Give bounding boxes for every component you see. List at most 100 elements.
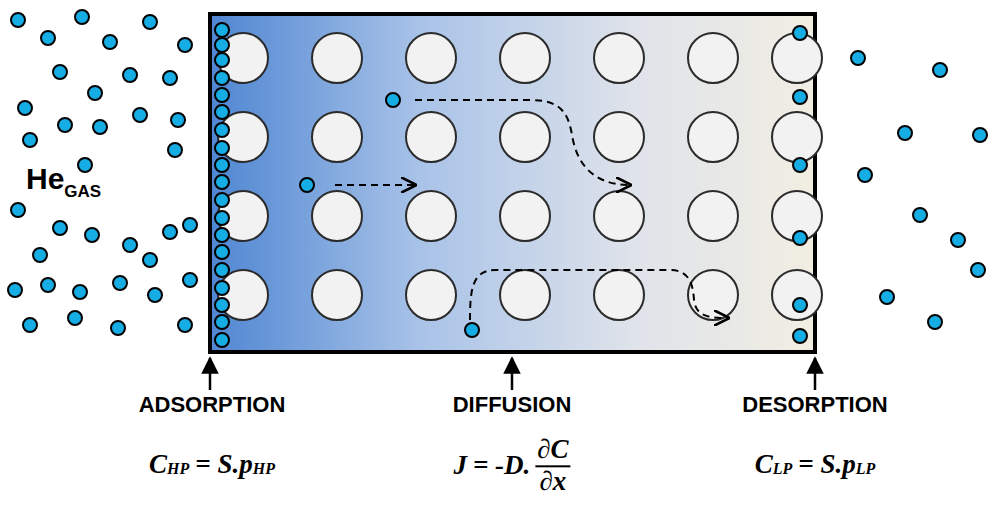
helium-atom [78,158,92,172]
helium-atom [178,38,192,52]
helium-atom [215,211,229,225]
grain [312,33,362,83]
helium-atom [898,126,912,140]
equation-term: = S.p [798,449,855,480]
equation: J= -D.∂C∂x [453,435,570,496]
grain [594,191,644,241]
helium-atom [793,298,807,312]
helium-atom [163,225,177,239]
helium-atom [858,168,872,182]
helium-atom [215,158,229,172]
helium-atom [133,108,147,122]
helium-atom [123,238,137,252]
equation-term: ∂C [535,435,570,467]
helium-atom [215,315,229,329]
helium-atom [178,318,192,332]
subscript: LP [856,460,876,478]
grain [312,112,362,162]
helium-atom [933,63,947,77]
helium-atom [41,31,55,45]
helium-atom [58,118,72,132]
grain [312,270,362,320]
helium-atom [123,68,137,82]
helium-atom [215,88,229,102]
membrane-grains [218,33,822,320]
helium-atom [215,245,229,259]
grain [688,270,738,320]
helium-atom [215,228,229,242]
grain [594,112,644,162]
helium-atom [73,285,87,299]
helium-atom [23,318,37,332]
helium-atom [171,113,185,127]
helium-atom [793,158,807,172]
grain [500,112,550,162]
helium-atom [143,15,157,29]
gas-label: HeGAS [26,162,101,202]
helium-atom [215,105,229,119]
helium-atom [33,248,47,262]
helium-atom [973,128,987,142]
helium-atom [215,53,229,67]
equation-term: = -D. [473,451,530,482]
helium-atom [53,221,67,235]
helium-atom [85,228,99,242]
equation-term: ∂x [538,467,569,497]
equation-term: J [453,451,467,482]
helium-atom [113,276,127,290]
helium-atom [928,315,942,329]
helium-atom [23,133,37,147]
helium-atom [93,120,107,134]
grain [772,112,822,162]
helium-atoms [8,10,987,347]
helium-atom [300,178,314,192]
helium-atom [793,26,807,40]
subscript: LP [773,460,793,478]
helium-atom [68,311,82,325]
label-text: DIFFUSION [453,392,572,417]
helium-atom [880,290,894,304]
helium-atom [88,86,102,100]
helium-atom [111,321,125,335]
helium-atom [53,65,67,79]
grain [406,112,456,162]
grain [500,33,550,83]
grain [772,270,822,320]
stage-label: DESORPTION [742,392,887,418]
helium-atom [215,333,229,347]
diffusion-paths [335,100,728,320]
grain [772,33,822,83]
grain [312,191,362,241]
grain [500,270,550,320]
grain [594,33,644,83]
stage-arrows [210,358,815,390]
helium-atom [793,90,807,104]
subscript: HP [167,460,189,478]
helium-atom [18,101,32,115]
membrane [210,14,815,352]
helium-atom [465,323,479,337]
helium-atom [163,71,177,85]
grain [594,270,644,320]
grain [406,33,456,83]
helium-atom [215,38,229,52]
helium-atom [913,208,927,222]
helium-atom [851,51,865,65]
label-text: He [26,162,64,195]
grain [406,270,456,320]
helium-atom [41,278,55,292]
equation: CLP= S.pLP [755,449,876,480]
helium-atom [215,71,229,85]
helium-atom [103,35,117,49]
helium-atom [215,281,229,295]
equation: CHP= S.pHP [149,449,275,480]
helium-atom [11,203,25,217]
helium-atom [951,233,965,247]
helium-atom [215,298,229,312]
helium-atom [215,193,229,207]
stage-label: DIFFUSION [453,392,572,418]
helium-atom [183,218,197,232]
helium-atom [215,141,229,155]
fraction: ∂C∂x [535,435,570,496]
label-text: DESORPTION [742,392,887,417]
